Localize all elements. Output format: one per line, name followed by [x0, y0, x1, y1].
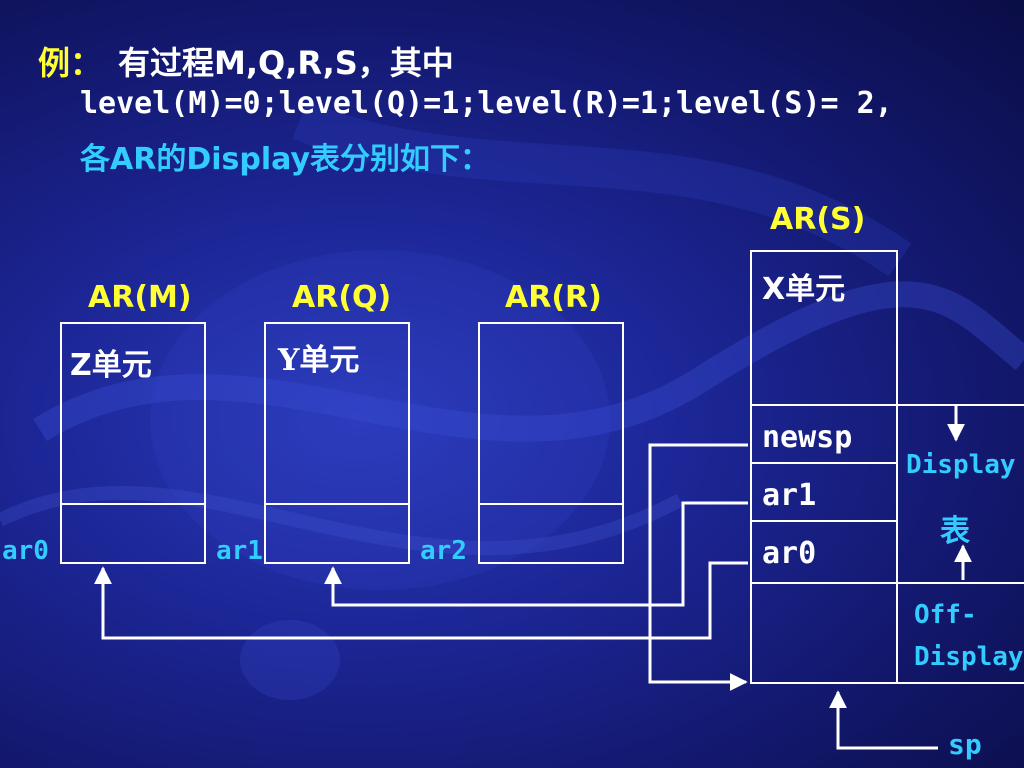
ar-q-title: AR(Q) [292, 280, 392, 315]
ar-s-divider-3 [750, 520, 898, 522]
display-bottom-line [898, 582, 1024, 584]
ar-s-box [750, 250, 898, 684]
ar-s-divider-2 [750, 462, 898, 464]
arrow-sp [829, 690, 938, 750]
arrow-ar0-to-ar-m [94, 561, 748, 640]
ar-q-pointer: ar1 [216, 536, 263, 566]
ar-m-pointer: ar0 [2, 536, 49, 566]
sp-label: sp [948, 728, 982, 761]
ar-s-row-ar1: ar1 [762, 478, 817, 513]
example-line2: level(M)=0;level(Q)=1;level(R)=1;level(S… [80, 86, 893, 121]
ar-m-box [60, 322, 206, 564]
display-label: Display [906, 450, 1016, 480]
ar-r-title: AR(R) [505, 280, 602, 315]
ar-q-cell: Y单元 [278, 343, 360, 378]
offdisplay-label-2: Display [914, 642, 1024, 672]
offdisplay-bottom-line [898, 682, 1024, 684]
ar-q-box [264, 322, 410, 564]
ar-r-box [478, 322, 624, 564]
display-top-line [898, 404, 1024, 406]
arrow-ar1-to-ar-q [324, 501, 748, 607]
example-label: 例： [38, 44, 103, 82]
ar-q-divider [264, 503, 410, 505]
ar-s-row-newsp: newsp [762, 420, 853, 455]
example-line3: 各AR的Display表分别如下： [80, 142, 490, 177]
ar-s-cell: X单元 [762, 272, 846, 307]
arrow-newsp [648, 443, 748, 691]
display-char: 表 [940, 514, 970, 549]
offdisplay-label-1: Off- [914, 600, 977, 630]
ar-s-divider-1 [750, 404, 898, 406]
ar-r-divider [478, 503, 624, 505]
ar-m-cell: Z单元 [70, 348, 152, 383]
ar-s-row-ar0: ar0 [762, 536, 817, 571]
ar-m-divider [60, 503, 206, 505]
example-line1: 有过程M,Q,R,S，其中 [118, 44, 454, 82]
ar-s-divider-4 [750, 582, 898, 584]
ar-r-pointer: ar2 [420, 536, 467, 566]
ar-m-title: AR(M) [88, 280, 192, 315]
ar-s-title: AR(S) [770, 202, 866, 237]
